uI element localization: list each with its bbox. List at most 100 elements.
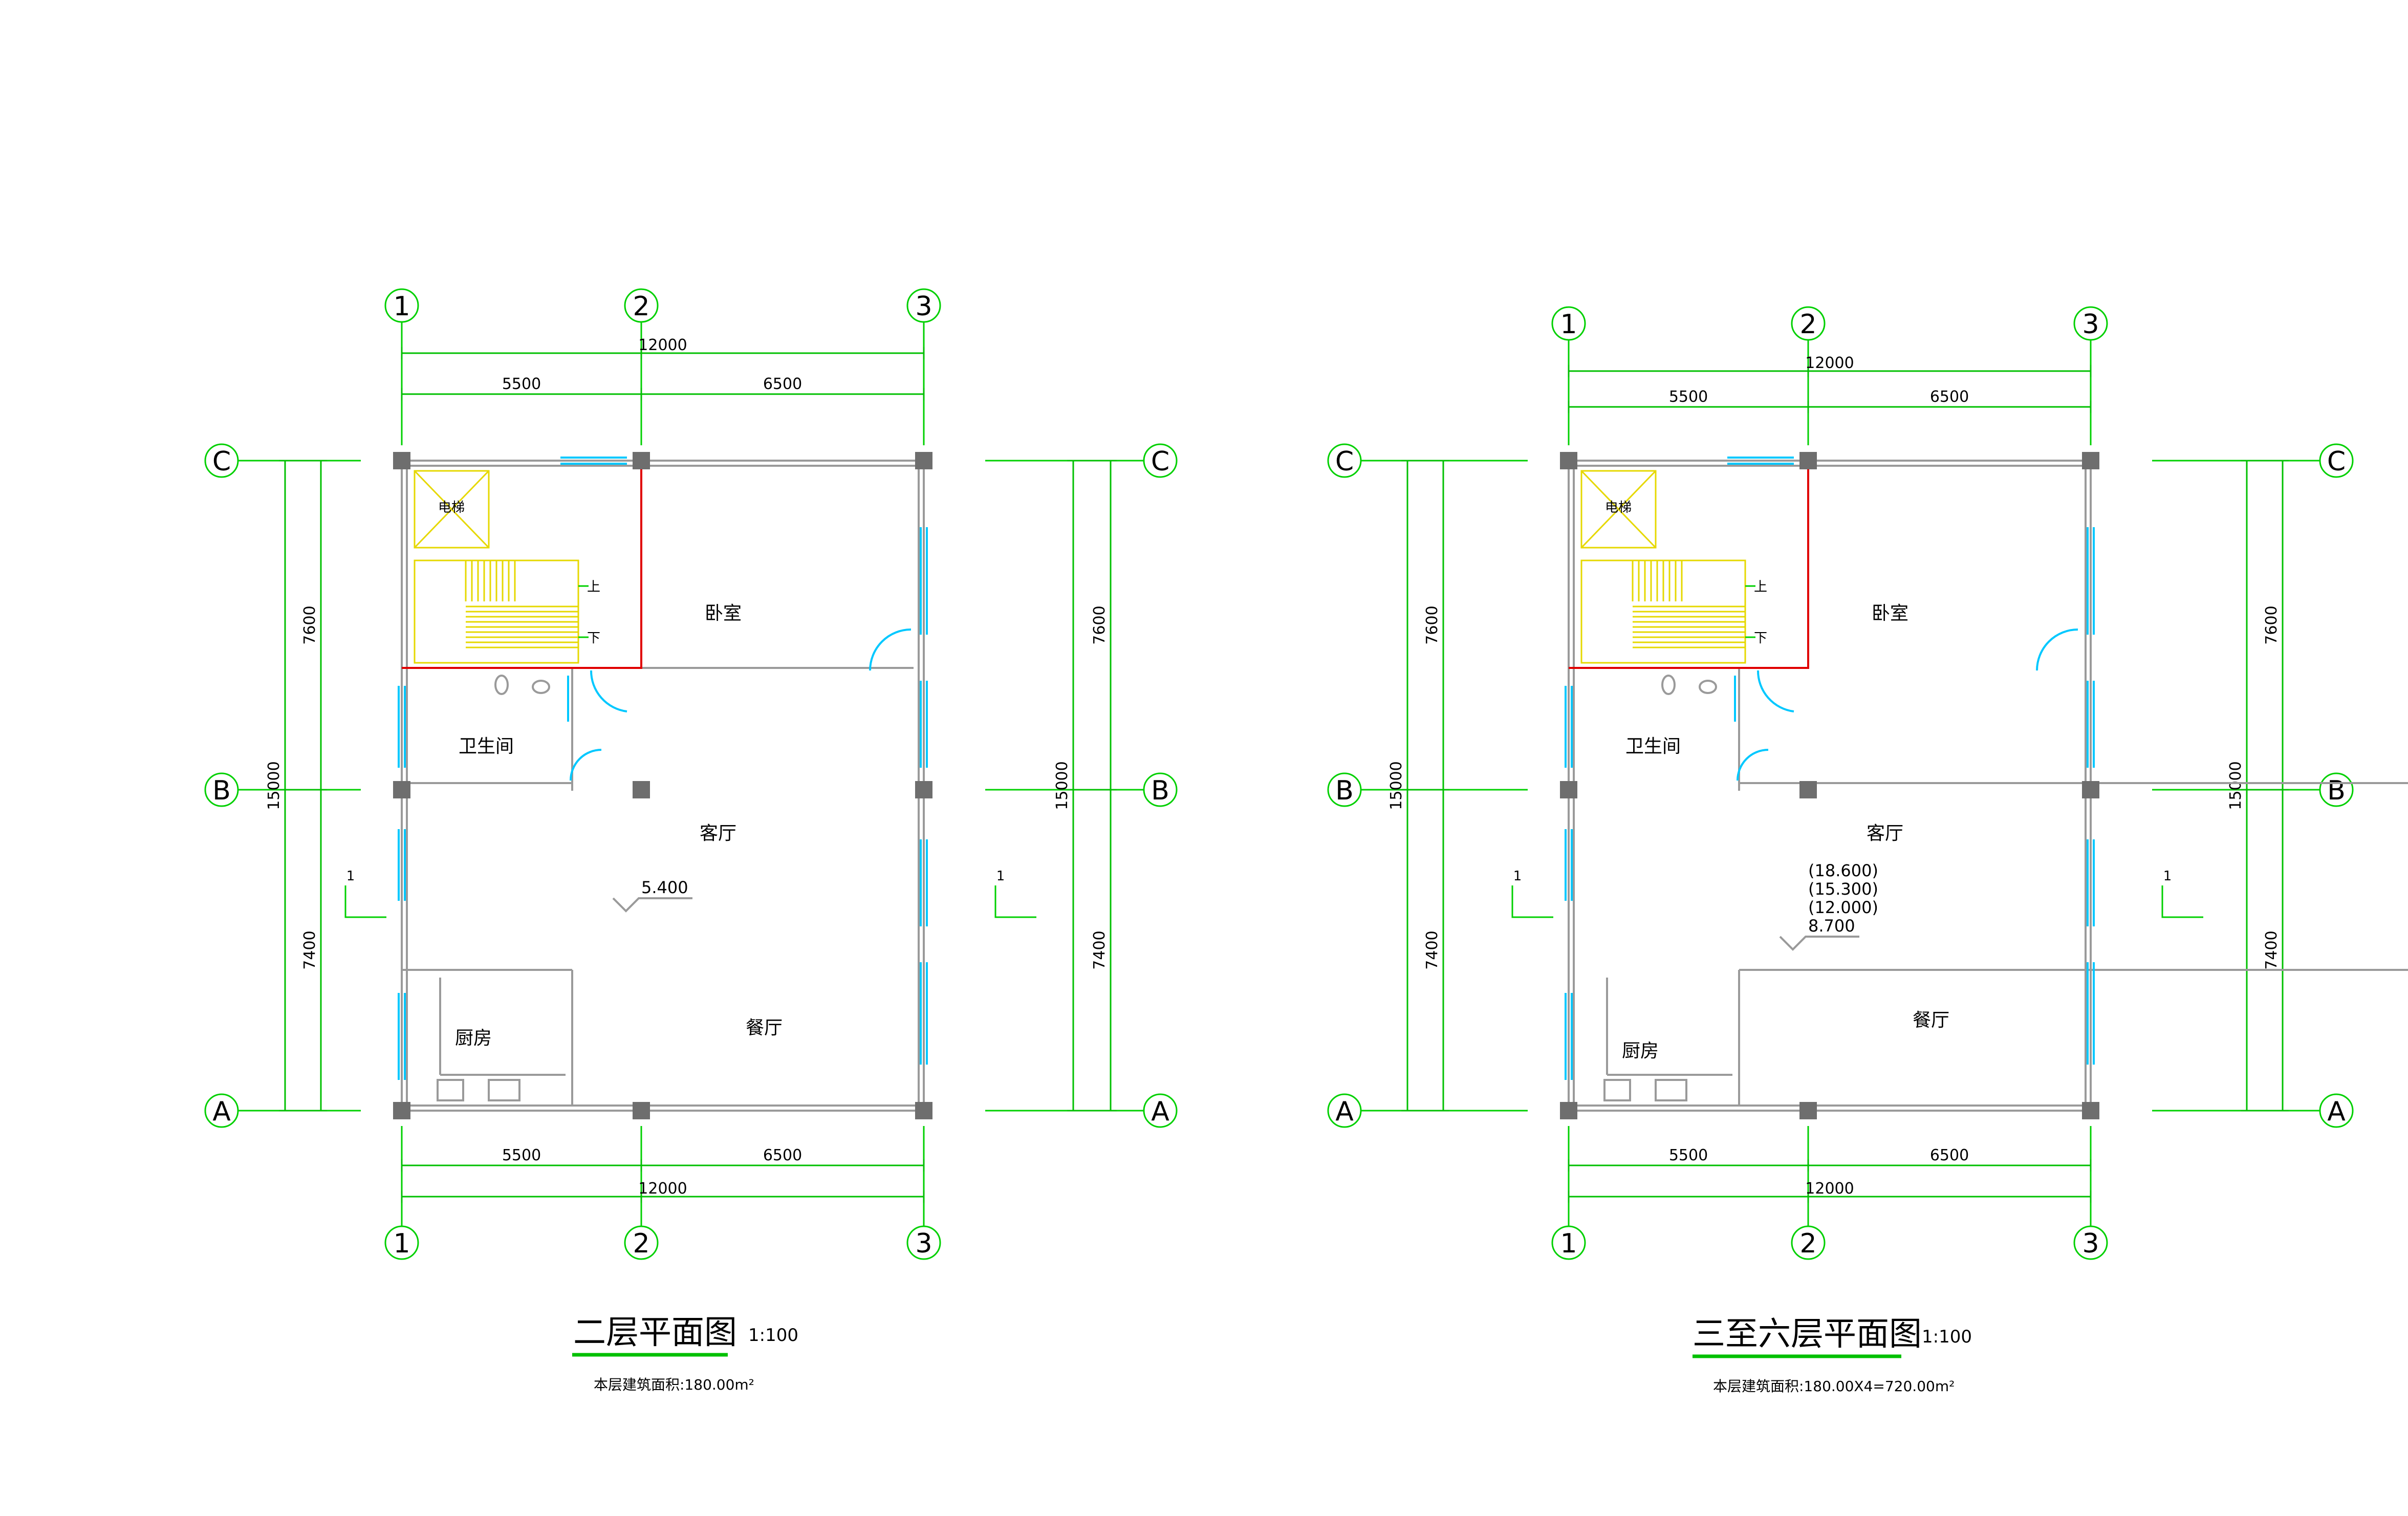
axis-bubble-1 bbox=[1551, 306, 1586, 341]
stair-down-label: 下 bbox=[1754, 631, 1767, 646]
axis-label-B: B bbox=[2327, 775, 2346, 806]
column bbox=[1560, 781, 1577, 798]
section-mark bbox=[994, 885, 1036, 918]
room-label-bathroom: 卫生间 bbox=[1625, 736, 1681, 757]
dim-part: 7400 bbox=[1091, 930, 1109, 969]
axis-bubble-A bbox=[2319, 1093, 2354, 1128]
column bbox=[915, 781, 932, 798]
axis-label-B: B bbox=[212, 775, 231, 806]
dim-total: 12000 bbox=[638, 1180, 687, 1198]
axis-bubble-1 bbox=[384, 1225, 419, 1260]
column bbox=[2082, 781, 2099, 798]
dim-part: 7600 bbox=[301, 605, 319, 644]
axis-label-1: 1 bbox=[393, 1228, 410, 1259]
dim-part: 5500 bbox=[502, 375, 541, 393]
red-partition bbox=[402, 461, 642, 669]
axis-label-2: 2 bbox=[1799, 1228, 1816, 1259]
axis-bubble-B bbox=[204, 772, 239, 807]
axis-bubble-C bbox=[1143, 443, 1178, 478]
red-partition bbox=[1569, 461, 1809, 669]
section-mark bbox=[344, 885, 386, 918]
dim-total: 15000 bbox=[1053, 761, 1071, 810]
axis-label-C: C bbox=[2327, 446, 2346, 477]
axis-bubble-C bbox=[1327, 443, 1362, 478]
axis-label-C: C bbox=[212, 446, 231, 477]
section-mark bbox=[2161, 885, 2203, 918]
axis-bubble-C bbox=[204, 443, 239, 478]
axis-label-A: A bbox=[2327, 1096, 2346, 1127]
dim-total: 15000 bbox=[2227, 761, 2245, 810]
axis-bubble-3 bbox=[906, 1225, 941, 1260]
column bbox=[633, 1102, 650, 1119]
elevation-value: 8.700 bbox=[1808, 916, 1855, 936]
column bbox=[1799, 1102, 1817, 1119]
room-label-kitchen: 厨房 bbox=[455, 1028, 492, 1049]
exterior-wall bbox=[401, 460, 925, 1112]
axis-bubble-2 bbox=[624, 1225, 659, 1260]
column bbox=[1799, 452, 1817, 469]
elevation-mark bbox=[1779, 936, 1859, 951]
elevator-cross bbox=[414, 470, 490, 549]
dim-part: 5500 bbox=[502, 1146, 541, 1164]
room-label-bathroom: 卫生间 bbox=[459, 736, 514, 757]
plan-title: 二层平面图 bbox=[573, 1314, 737, 1352]
dim-part: 7600 bbox=[1423, 605, 1441, 644]
dim-part: 6500 bbox=[1930, 388, 1969, 406]
elevation-value: (12.000) bbox=[1808, 898, 1878, 917]
stove-icon bbox=[1655, 1079, 1687, 1101]
door-arc bbox=[590, 670, 627, 712]
axis-label-2: 2 bbox=[633, 291, 649, 322]
axis-label-3: 3 bbox=[2082, 309, 2099, 340]
axis-label-B: B bbox=[1335, 775, 1354, 806]
axis-label-3: 3 bbox=[915, 1228, 932, 1259]
axis-label-1: 1 bbox=[393, 291, 410, 322]
axis-label-C: C bbox=[1151, 446, 1169, 477]
dim-part: 7400 bbox=[2263, 930, 2281, 969]
column bbox=[1799, 781, 1817, 798]
column bbox=[633, 452, 650, 469]
plan-scale: 1:100 bbox=[748, 1325, 798, 1346]
axis-label-C: C bbox=[1335, 446, 1354, 477]
dim-total: 15000 bbox=[1387, 761, 1405, 810]
axis-bubble-C bbox=[2319, 443, 2354, 478]
room-label-dining: 餐厅 bbox=[1913, 1010, 1949, 1031]
dim-total: 12000 bbox=[1805, 354, 1854, 372]
column bbox=[915, 452, 932, 469]
axis-bubble-A bbox=[1143, 1093, 1178, 1128]
section-mark-label: 1 bbox=[2163, 869, 2172, 884]
dim-part: 7400 bbox=[301, 930, 319, 969]
axis-label-2: 2 bbox=[1799, 309, 1816, 340]
column bbox=[915, 1102, 932, 1119]
plan-area: 本层建筑面积:180.00X4=720.00m² bbox=[1713, 1378, 1955, 1395]
sink-icon bbox=[532, 680, 550, 694]
axis-label-A: A bbox=[1335, 1096, 1354, 1127]
toilet-icon bbox=[1661, 675, 1676, 695]
axis-label-1: 1 bbox=[1560, 309, 1577, 340]
column bbox=[2082, 452, 2099, 469]
column bbox=[1560, 452, 1577, 469]
column bbox=[393, 781, 410, 798]
axis-label-A: A bbox=[1151, 1096, 1169, 1127]
elevator-label: 电梯 bbox=[1605, 500, 1632, 515]
dim-total: 15000 bbox=[265, 761, 283, 810]
dim-part: 5500 bbox=[1669, 388, 1708, 406]
room-label-bedroom: 卧室 bbox=[705, 603, 742, 624]
column bbox=[633, 781, 650, 798]
axis-bubble-B bbox=[1327, 772, 1362, 807]
stair-down-label: 下 bbox=[587, 631, 600, 646]
column bbox=[1560, 1102, 1577, 1119]
axis-bubble-A bbox=[1327, 1093, 1362, 1128]
elevator-shaft bbox=[1580, 470, 1657, 549]
axis-label-3: 3 bbox=[2082, 1228, 2099, 1259]
elevator-cross bbox=[1580, 470, 1657, 549]
axis-label-2: 2 bbox=[633, 1228, 649, 1259]
stair-up-label: 上 bbox=[587, 579, 600, 595]
room-label-living: 客厅 bbox=[1867, 823, 1903, 844]
sink-icon bbox=[1699, 680, 1717, 694]
door-arc bbox=[2036, 629, 2078, 671]
axis-bubble-B bbox=[1143, 772, 1178, 807]
axis-bubble-3 bbox=[906, 288, 941, 323]
